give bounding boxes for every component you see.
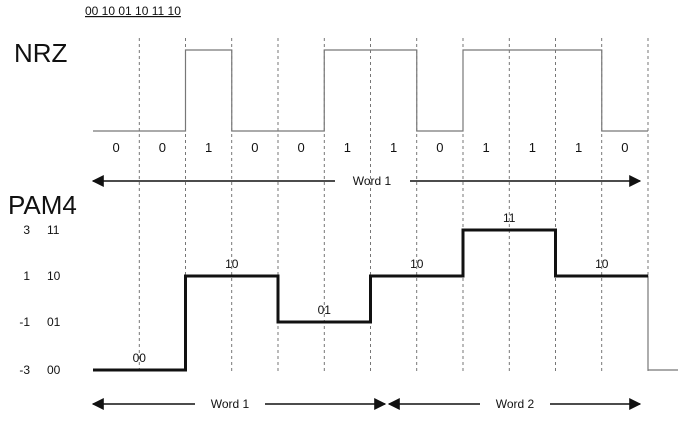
- pam4-level-value: -1: [19, 315, 30, 329]
- nrz-bit-label: 0: [113, 140, 120, 155]
- nrz-bit-labels: 0 0 1 0 0 1 1 0 1 1 1 0: [113, 140, 629, 155]
- nrz-label: NRZ: [14, 38, 68, 68]
- nrz-bit-label: 1: [344, 140, 351, 155]
- nrz-word-label: Word 1: [353, 174, 392, 188]
- nrz-bit-label: 0: [159, 140, 166, 155]
- pam4-symbol-labels: 00 10 01 10 11 10: [133, 211, 609, 365]
- nrz-bit-label: 0: [251, 140, 258, 155]
- pam4-word1-label: Word 1: [211, 397, 250, 411]
- nrz-bit-label: 0: [621, 140, 628, 155]
- pam4-symbol-label: 01: [318, 303, 332, 317]
- pam4-symbol-label: 10: [225, 257, 239, 271]
- nrz-bit-label: 1: [529, 140, 536, 155]
- nrz-bit-label: 1: [483, 140, 490, 155]
- time-grid: [138, 38, 649, 372]
- top-bit-sequence: 00 10 01 10 11 10: [85, 4, 181, 18]
- pam4-level-code: 00: [47, 363, 61, 377]
- pam4-word2-waveform: [555, 275, 678, 371]
- pam4-symbol-label: 10: [410, 257, 424, 271]
- nrz-bit-label: 1: [575, 140, 582, 155]
- pam4-level-code: 10: [47, 269, 61, 283]
- pam4-symbol-label: 00: [133, 351, 147, 365]
- nrz-bit-label: 0: [436, 140, 443, 155]
- pam4-level-value: 3: [23, 223, 30, 237]
- nrz-bit-label: 0: [298, 140, 305, 155]
- nrz-bit-label: 1: [390, 140, 397, 155]
- pam4-word2-label: Word 2: [496, 397, 535, 411]
- nrz-bit-label: 1: [205, 140, 212, 155]
- pam4-symbol-label: 11: [503, 211, 516, 225]
- pam4-level-value: -3: [19, 363, 30, 377]
- pam4-symbol-label: 10: [595, 257, 609, 271]
- pam4-level-value: 1: [23, 269, 30, 283]
- nrz-waveform: [93, 49, 648, 132]
- pam4-level-code: 11: [47, 223, 60, 237]
- pam4-word1-waveform: [93, 228, 648, 372]
- pam4-label: PAM4: [8, 190, 77, 220]
- pam4-level-code: 01: [47, 315, 61, 329]
